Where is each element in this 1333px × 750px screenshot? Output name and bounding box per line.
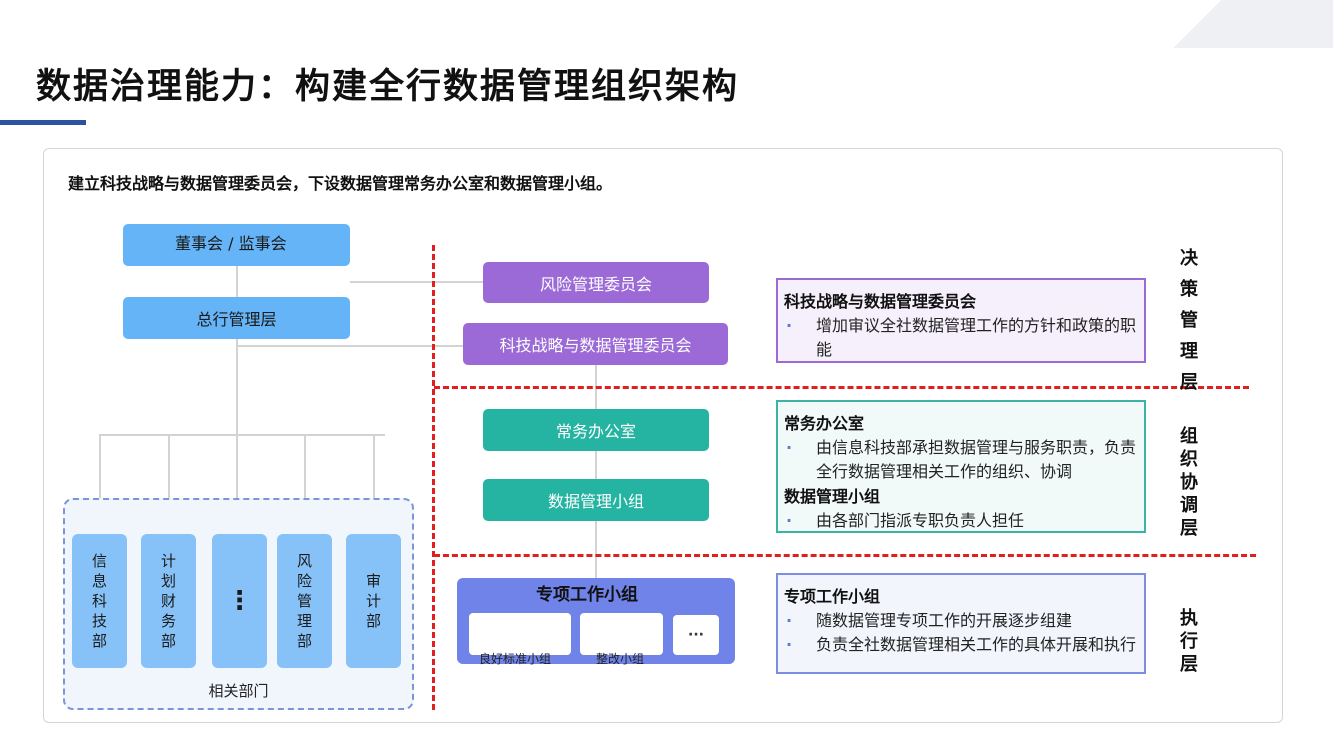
- subgroup-more-label: ···: [688, 627, 704, 643]
- office-info-heading: 常务办公室: [784, 414, 865, 433]
- special-team-title: 专项工作小组: [536, 585, 638, 605]
- page-title: 数据治理能力：构建全行数据管理组织架构: [36, 67, 740, 107]
- coordination-info-box: 常务办公室 由信息科技部承担数据管理与服务职责，负责全行数据管理相关工作的组织、…: [776, 400, 1146, 533]
- execution-info-box: 专项工作小组 随数据管理专项工作的开展逐步组建 负责全社数据管理相关工作的具体开…: [776, 573, 1146, 674]
- office-info-item: 由信息科技部承担数据管理与服务职责，负责全行数据管理相关工作的组织、协调: [784, 436, 1138, 484]
- decision-info-item: 增加审议全社数据管理工作的方针和政策的职能: [784, 314, 1138, 362]
- connector-line: [304, 434, 306, 534]
- subgroup-rectify-box: [580, 613, 663, 655]
- execution-info-item: 随数据管理专项工作的开展逐步组建: [784, 609, 1138, 633]
- group-info-heading: 数据管理小组: [784, 487, 881, 506]
- layer-label-execution: 执行层: [1180, 608, 1198, 675]
- tech-committee-box: 科技战略与数据管理委员会: [463, 323, 728, 365]
- dept-audit: 审计部: [346, 534, 401, 668]
- connector-line: [99, 434, 101, 534]
- decision-info-box: 科技战略与数据管理委员会 增加审议全社数据管理工作的方针和政策的职能: [776, 278, 1146, 363]
- dept-more: ⋮: [212, 534, 267, 668]
- execution-info-heading: 专项工作小组: [784, 587, 881, 606]
- corner-decoration: [1123, 0, 1333, 48]
- connector-line: [237, 345, 464, 347]
- dept-it: 信息科技部: [72, 534, 127, 668]
- connector-line: [236, 434, 238, 534]
- connector-line: [350, 281, 483, 283]
- intro-text: 建立科技战略与数据管理委员会，下设数据管理常务办公室和数据管理小组。: [68, 174, 613, 193]
- subgroup-rectify-label: 整改小组: [596, 652, 645, 666]
- layer-label-coordination: 组织协调层: [1180, 426, 1198, 539]
- title-accent-bar: [0, 120, 86, 125]
- connector-line: [168, 434, 170, 534]
- subgroup-more-box: [673, 615, 719, 655]
- subgroup-standard-box: [469, 613, 571, 655]
- dept-risk: 风险管理部: [277, 534, 332, 668]
- group-info-item: 由各部门指派专职负责人担任: [784, 509, 1138, 533]
- office-box: 常务办公室: [483, 409, 709, 451]
- divider-decision-coordination: [434, 386, 1249, 389]
- board-box: 董事会 / 监事会: [123, 224, 350, 266]
- management-box: 总行管理层: [123, 297, 350, 339]
- execution-info-item: 负责全社数据管理相关工作的具体开展和执行: [784, 633, 1138, 657]
- risk-committee-box: 风险管理委员会: [483, 262, 709, 303]
- subgroup-standard-label: 良好标准小组: [479, 652, 552, 666]
- departments-label: 相关部门: [208, 682, 269, 700]
- connector-line: [595, 364, 597, 578]
- vertical-divider: [432, 245, 435, 710]
- connector-line: [99, 434, 385, 436]
- layer-label-decision: 决策管理层: [1180, 248, 1198, 393]
- data-group-box: 数据管理小组: [483, 479, 709, 521]
- connector-line: [373, 434, 375, 534]
- connector-line: [236, 265, 238, 435]
- divider-coordination-execution: [434, 554, 1256, 557]
- decision-info-heading: 科技战略与数据管理委员会: [784, 292, 977, 311]
- dept-finance: 计划财务部: [141, 534, 196, 668]
